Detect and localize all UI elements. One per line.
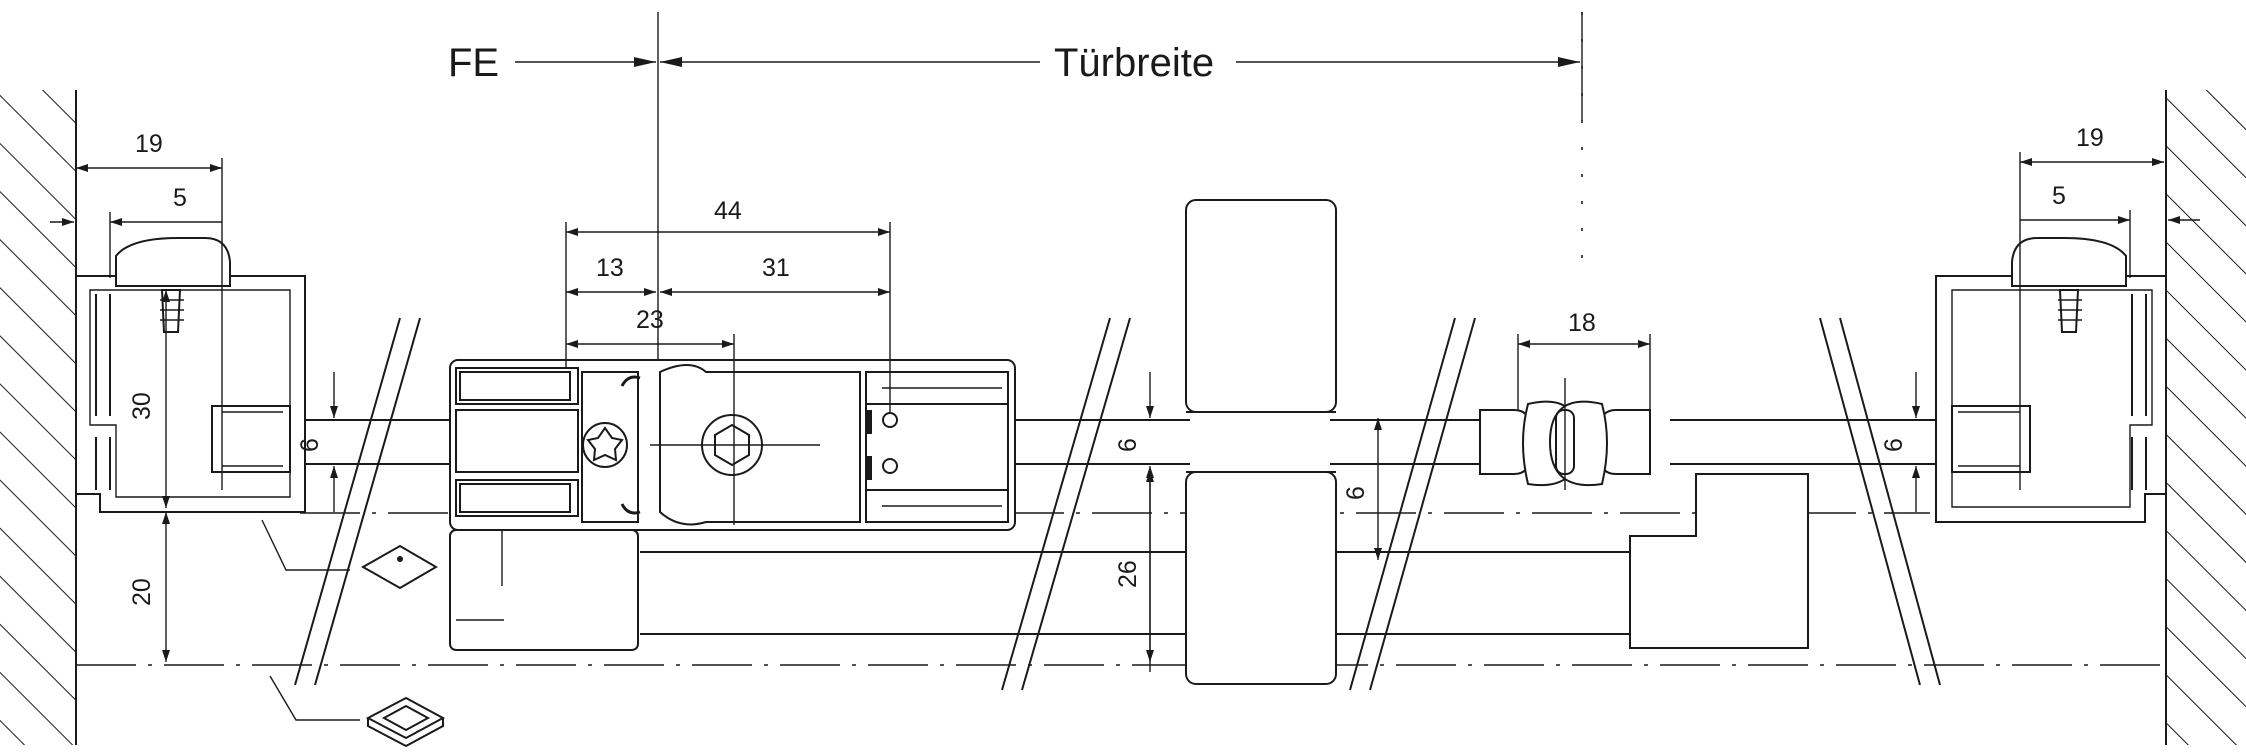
dim-right-19: 19: [2076, 124, 2104, 152]
dim-mid-6a: 6: [1114, 438, 1142, 452]
dim-right-6: 6: [1880, 438, 1908, 452]
dim-hinge-13: 13: [596, 254, 624, 282]
dimension-lines: [50, 57, 2200, 672]
door-width-label: Türbreite: [1054, 41, 1214, 85]
dim-hinge-23: 23: [636, 306, 664, 334]
hinge-assembly: [449, 359, 1016, 531]
dim-mid-26: 26: [1114, 560, 1142, 588]
dim-left-19: 19: [135, 130, 163, 158]
dim-left-6: 6: [296, 438, 324, 452]
dim-left-20: 20: [128, 578, 156, 606]
dim-hinge-44: 44: [714, 197, 742, 225]
diamond-surface-icon: [261, 519, 438, 590]
dim-mid-6b: 6: [1342, 486, 1370, 500]
fe-label: FE: [448, 41, 499, 85]
left-wall: [0, 90, 77, 745]
dim-right-5: 5: [2052, 182, 2066, 210]
dim-hinge-31: 31: [762, 254, 790, 282]
right-corner-block: [1629, 473, 1809, 649]
magnetic-seal: [1479, 378, 1651, 490]
right-wall-profile: [1935, 237, 2167, 523]
left-wall-profile: [75, 237, 306, 513]
dim-seal-18: 18: [1568, 309, 1596, 337]
dim-left-30: 30: [128, 392, 156, 420]
right-wall: [2165, 90, 2246, 745]
break-lines: [294, 317, 1941, 691]
hinge-base-block: [449, 529, 639, 651]
dim-left-5: 5: [173, 184, 187, 212]
door-handle: [1185, 199, 1337, 685]
square-surface-icon: [269, 675, 446, 748]
